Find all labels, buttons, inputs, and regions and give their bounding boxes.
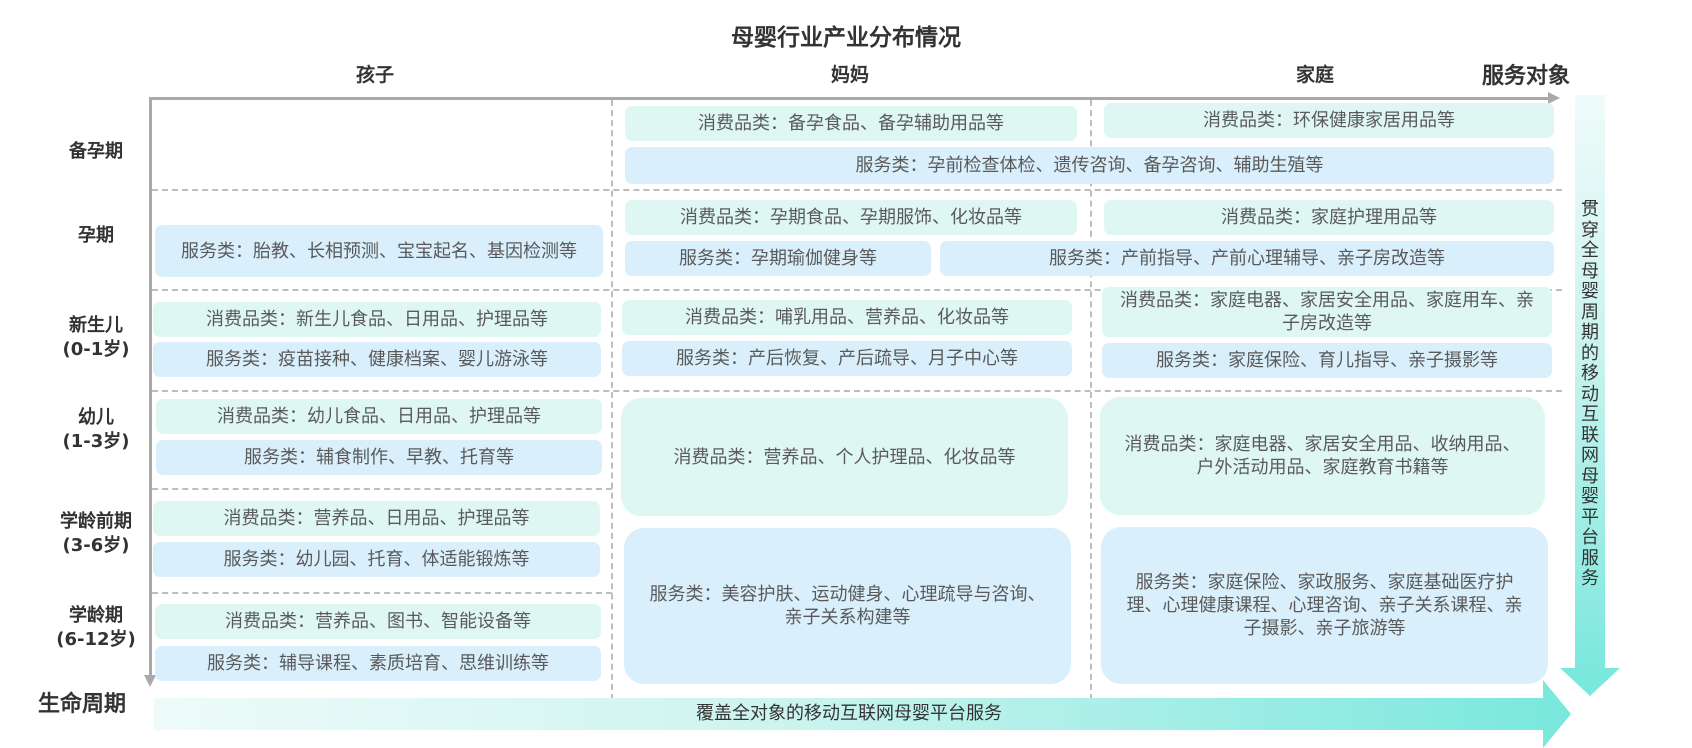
row-label-age: (1-3岁) [62,431,130,452]
toddler-child-service-box: 服务类：辅食制作、早教、托育等 [156,440,602,475]
preg-child-service-box: 服务类：胎教、长相预测、宝宝起名、基因检测等 [155,225,603,277]
newborn-family-service-box: 服务类：家庭保险、育儿指导、亲子摄影等 [1102,343,1552,378]
row-label-pregnancy: 孕期 [40,224,152,248]
row-divider [152,289,1562,291]
y-axis-label: 生命周期 [38,692,127,717]
row-label-text: 孕期 [78,225,114,246]
column-header-family: 家庭 [1295,64,1334,86]
row-label-age: (3-6岁) [62,535,130,556]
y-axis-arrowhead-icon [144,675,156,687]
row-label-text: 学龄前期 [60,511,132,532]
row-label-preconception: 备孕期 [40,140,152,164]
preg-service-span-box: 服务类：产前指导、产前心理辅导、亲子房改造等 [940,241,1554,276]
later-mother-consumer-box: 消费品类：营养品、个人护理品、化妆品等 [621,398,1068,516]
row-divider [152,592,612,594]
row-label-age: (0-1岁) [62,339,130,360]
x-axis-arrowhead-icon [1548,92,1560,104]
row-label-text: 幼儿 [78,407,114,428]
row-label-toddler: 幼儿 (1-3岁) [40,406,152,454]
school-child-consumer-box: 消费品类：营养品、图书、智能设备等 [155,604,601,639]
row-label-text: 备孕期 [69,141,123,162]
x-axis-label: 服务对象 [1482,64,1571,89]
prep-family-consumer-box: 消费品类：环保健康家居用品等 [1104,103,1554,138]
vertical-platform-arrow [1575,95,1605,670]
later-mother-service-box: 服务类：美容护肤、运动健身、心理疏导与咨询、亲子关系构建等 [624,528,1071,684]
row-label-text: 学龄期 [69,605,123,626]
row-label-preschool: 学龄前期 (3-6岁) [40,510,152,558]
row-label-newborn: 新生儿 (0-1岁) [40,314,152,362]
horizontal-platform-arrow [154,698,1544,730]
prep-service-span-box: 服务类：孕前检查体检、遗传咨询、备孕咨询、辅助生殖等 [625,147,1554,184]
column-header-mother: 妈妈 [830,64,869,86]
school-child-service-box: 服务类：辅导课程、素质培育、思维训练等 [155,646,601,681]
row-label-age: (6-12岁) [56,629,136,650]
y-axis-line [149,97,152,677]
preg-mother-service-box: 服务类：孕期瑜伽健身等 [625,241,931,276]
newborn-child-service-box: 服务类：疫苗接种、健康档案、婴儿游泳等 [153,342,601,377]
row-label-school-age: 学龄期 (6-12岁) [40,604,152,652]
later-family-consumer-box: 消费品类：家庭电器、家居安全用品、收纳用品、户外活动用品、家庭教育书籍等 [1100,397,1545,515]
newborn-mother-consumer-box: 消费品类：哺乳用品、营养品、化妆品等 [622,300,1072,335]
vertical-arrow-label: 贯穿全母婴周期的移动互联网母婴平台服务 [1581,199,1599,589]
row-label-text: 新生儿 [69,315,123,336]
preschool-child-consumer-box: 消费品类：营养品、日用品、护理品等 [153,501,600,536]
preschool-child-service-box: 服务类：幼儿园、托育、体适能锻炼等 [153,542,600,577]
row-divider [152,189,1562,191]
column-header-child: 孩子 [355,64,394,86]
preg-family-consumer-box: 消费品类：家庭护理用品等 [1104,200,1554,235]
toddler-child-consumer-box: 消费品类：幼儿食品、日用品、护理品等 [156,399,602,434]
newborn-family-consumer-box: 消费品类：家庭电器、家居安全用品、家庭用车、亲子房改造等 [1102,287,1552,337]
newborn-mother-service-box: 服务类：产后恢复、产后疏导、月子中心等 [622,341,1072,376]
x-axis-line [150,97,1550,100]
later-family-service-box: 服务类：家庭保险、家政服务、家庭基础医疗护理、心理健康课程、心理咨询、亲子关系课… [1101,527,1548,684]
row-divider [152,390,1562,392]
arrow-down-icon [1560,668,1620,696]
preg-mother-consumer-box: 消费品类：孕期食品、孕期服饰、化妆品等 [625,200,1077,235]
chart-title: 母婴行业产业分布情况 [731,25,961,51]
column-divider [611,100,613,700]
prep-mother-consumer-box: 消费品类：备孕食品、备孕辅助用品等 [625,106,1077,141]
column-divider [1090,100,1092,700]
horizontal-arrow-label: 覆盖全对象的移动互联网母婴平台服务 [696,703,1002,724]
newborn-child-consumer-box: 消费品类：新生儿食品、日用品、护理品等 [153,302,601,337]
row-divider [152,488,612,490]
